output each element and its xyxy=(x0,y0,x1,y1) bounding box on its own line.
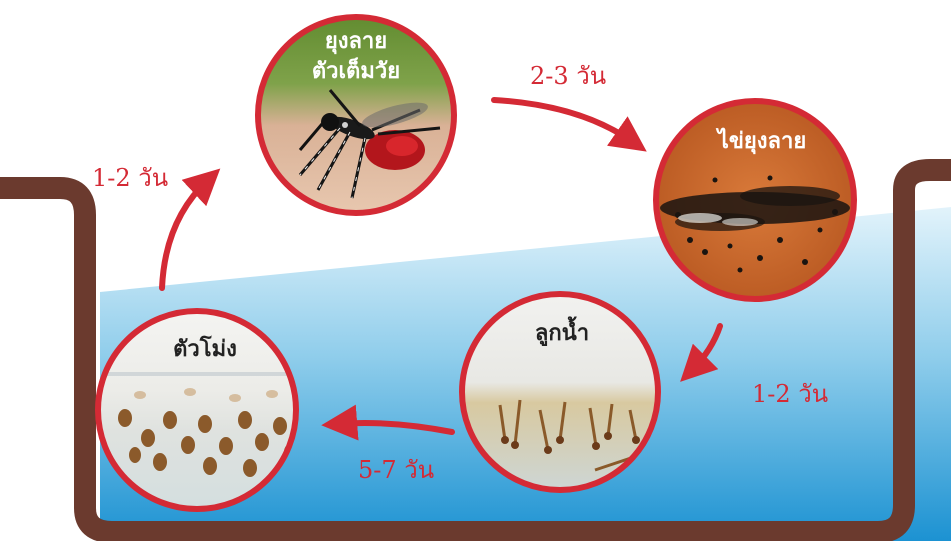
arrow-adult-to-eggs xyxy=(494,100,633,142)
duration-eggs-to-larva: 1-2 วัน xyxy=(752,380,828,408)
adult-label-line1: ยุงลาย xyxy=(325,29,387,55)
eggs-label: ไข่ยุงลาย xyxy=(716,127,806,155)
adult-stage: ยุงลาย ตัวเต็มวัย xyxy=(250,10,470,220)
pupa-label: ตัวโม่ง xyxy=(173,335,237,362)
duration-larva-to-pupa: 5-7 วัน xyxy=(358,456,434,484)
adult-label-line2: ตัวเต็มวัย xyxy=(312,56,400,84)
duration-adult-to-eggs: 2-3 วัน xyxy=(530,62,606,90)
larva-label: ลูกน้ำ xyxy=(535,316,589,347)
arrow-pupa-to-adult xyxy=(162,180,208,288)
duration-pupa-to-adult: 1-2 วัน xyxy=(92,164,168,192)
